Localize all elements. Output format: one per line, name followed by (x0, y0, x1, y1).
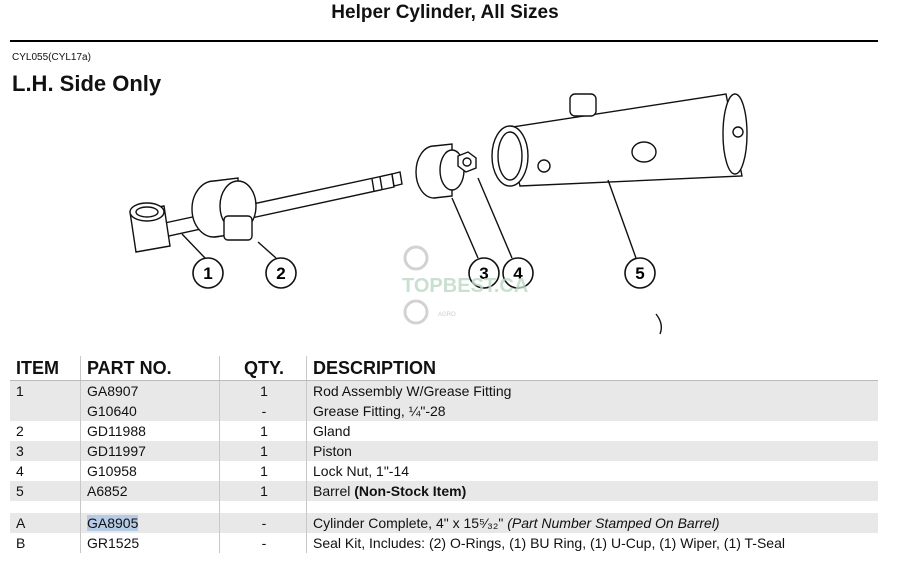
cell-part-no: GR1525 (80, 533, 220, 553)
cell-item: 2 (16, 423, 24, 439)
non-stock-note: (Non-Stock Item) (354, 483, 467, 499)
page-subtitle: L.H. Side Only (12, 71, 162, 96)
callout-3: 3 (468, 257, 500, 289)
cell-item (10, 401, 81, 421)
cell-description: Barrel (Non-Stock Item) (306, 481, 878, 501)
gland-part (191, 177, 257, 241)
cell-item: A (10, 513, 81, 533)
cell-qty: - (219, 513, 307, 533)
table-row: 2 GD11988 1 Gland (10, 421, 878, 441)
callout-1: 1 (192, 257, 224, 289)
cell-description: Piston (306, 441, 878, 461)
cell-item: B (16, 535, 26, 551)
col-header-qty: QTY. (219, 356, 307, 381)
table-spacer-row (10, 501, 878, 513)
parts-table: ITEM PART NO. QTY. DESCRIPTION 1 GA8907 … (10, 356, 878, 553)
title-divider (10, 40, 878, 42)
svg-text:5: 5 (635, 264, 644, 283)
callout-5: 5 (624, 257, 656, 289)
col-header-description: DESCRIPTION (306, 356, 878, 381)
cell-description: Cylinder Complete, 4" x 15⁵⁄₃₂" (Part Nu… (306, 513, 878, 533)
col-header-part-no: PART NO. (80, 356, 220, 381)
cell-part-no: GD11988 (80, 421, 220, 441)
col-header-item: ITEM (10, 356, 81, 381)
callout-2: 2 (265, 257, 297, 289)
cell-part-no: G10640 (80, 401, 220, 421)
cell-part-no: GD11997 (80, 441, 220, 461)
svg-text:3: 3 (479, 264, 488, 283)
exploded-diagram: 1 2 3 4 5 TOPBEST.CA AGRO (129, 93, 748, 335)
svg-text:AGRO: AGRO (438, 312, 456, 318)
table-row: B GR1525 - Seal Kit, Includes: (2) O-Rin… (10, 533, 878, 553)
piston-part (415, 143, 465, 199)
cell-item: 4 (16, 463, 24, 479)
cell-qty: 1 (219, 481, 307, 501)
figure-code: CYL055(CYL17a) (12, 52, 91, 63)
cell-part-no: GA8907 (80, 380, 220, 401)
callout-4: 4 (502, 257, 534, 289)
svg-text:1: 1 (203, 264, 212, 283)
table-row: A GA8905 - Cylinder Complete, 4" x 15⁵⁄₃… (10, 513, 878, 533)
watermark-logo: TOPBEST.CA AGRO (402, 245, 528, 325)
table-header-row: ITEM PART NO. QTY. DESCRIPTION (10, 356, 878, 381)
cell-qty: 1 (219, 380, 307, 401)
cell-item: 3 (10, 441, 81, 461)
table-row: 3 GD11997 1 Piston (10, 441, 878, 461)
cell-description: Rod Assembly W/Grease Fitting (306, 380, 878, 401)
table-row: 4 G10958 1 Lock Nut, 1"-14 (10, 461, 878, 481)
cell-item: 1 (10, 380, 81, 401)
cell-description: Lock Nut, 1"-14 (306, 461, 878, 481)
cell-part-no: G10958 (80, 461, 220, 481)
cell-description: Seal Kit, Includes: (2) O-Rings, (1) BU … (306, 533, 878, 553)
stamped-note: (Part Number Stamped On Barrel) (507, 515, 720, 531)
svg-text:2: 2 (276, 264, 285, 283)
leader-lines (181, 177, 663, 335)
svg-text:TOPBEST.CA: TOPBEST.CA (402, 275, 528, 297)
cell-item: 5 (10, 481, 81, 501)
cell-part-no: A6852 (80, 481, 220, 501)
rod-assembly-part (129, 171, 403, 253)
cell-part-no: GA8905 (80, 513, 220, 533)
svg-text:4: 4 (513, 264, 523, 283)
cell-qty: 1 (219, 461, 307, 481)
table-row: G10640 - Grease Fitting, ¼"-28 (10, 401, 878, 421)
page-title: Helper Cylinder, All Sizes (331, 2, 559, 23)
cell-description: Gland (306, 421, 878, 441)
table-row: 1 GA8907 1 Rod Assembly W/Grease Fitting (10, 380, 878, 401)
table-row: 5 A6852 1 Barrel (Non-Stock Item) (10, 481, 878, 501)
lock-nut-part (457, 151, 477, 173)
cell-qty: 1 (219, 441, 307, 461)
description-text: Barrel (313, 483, 355, 499)
barrel-part (491, 93, 748, 187)
cell-qty: - (219, 533, 307, 553)
cell-description: Grease Fitting, ¼"-28 (306, 401, 878, 421)
highlighted-part-number[interactable]: GA8905 (87, 515, 139, 531)
description-text: Cylinder Complete, 4" x 15⁵⁄₃₂" (313, 515, 508, 531)
cell-qty: 1 (219, 421, 307, 441)
cell-qty: - (219, 401, 307, 421)
